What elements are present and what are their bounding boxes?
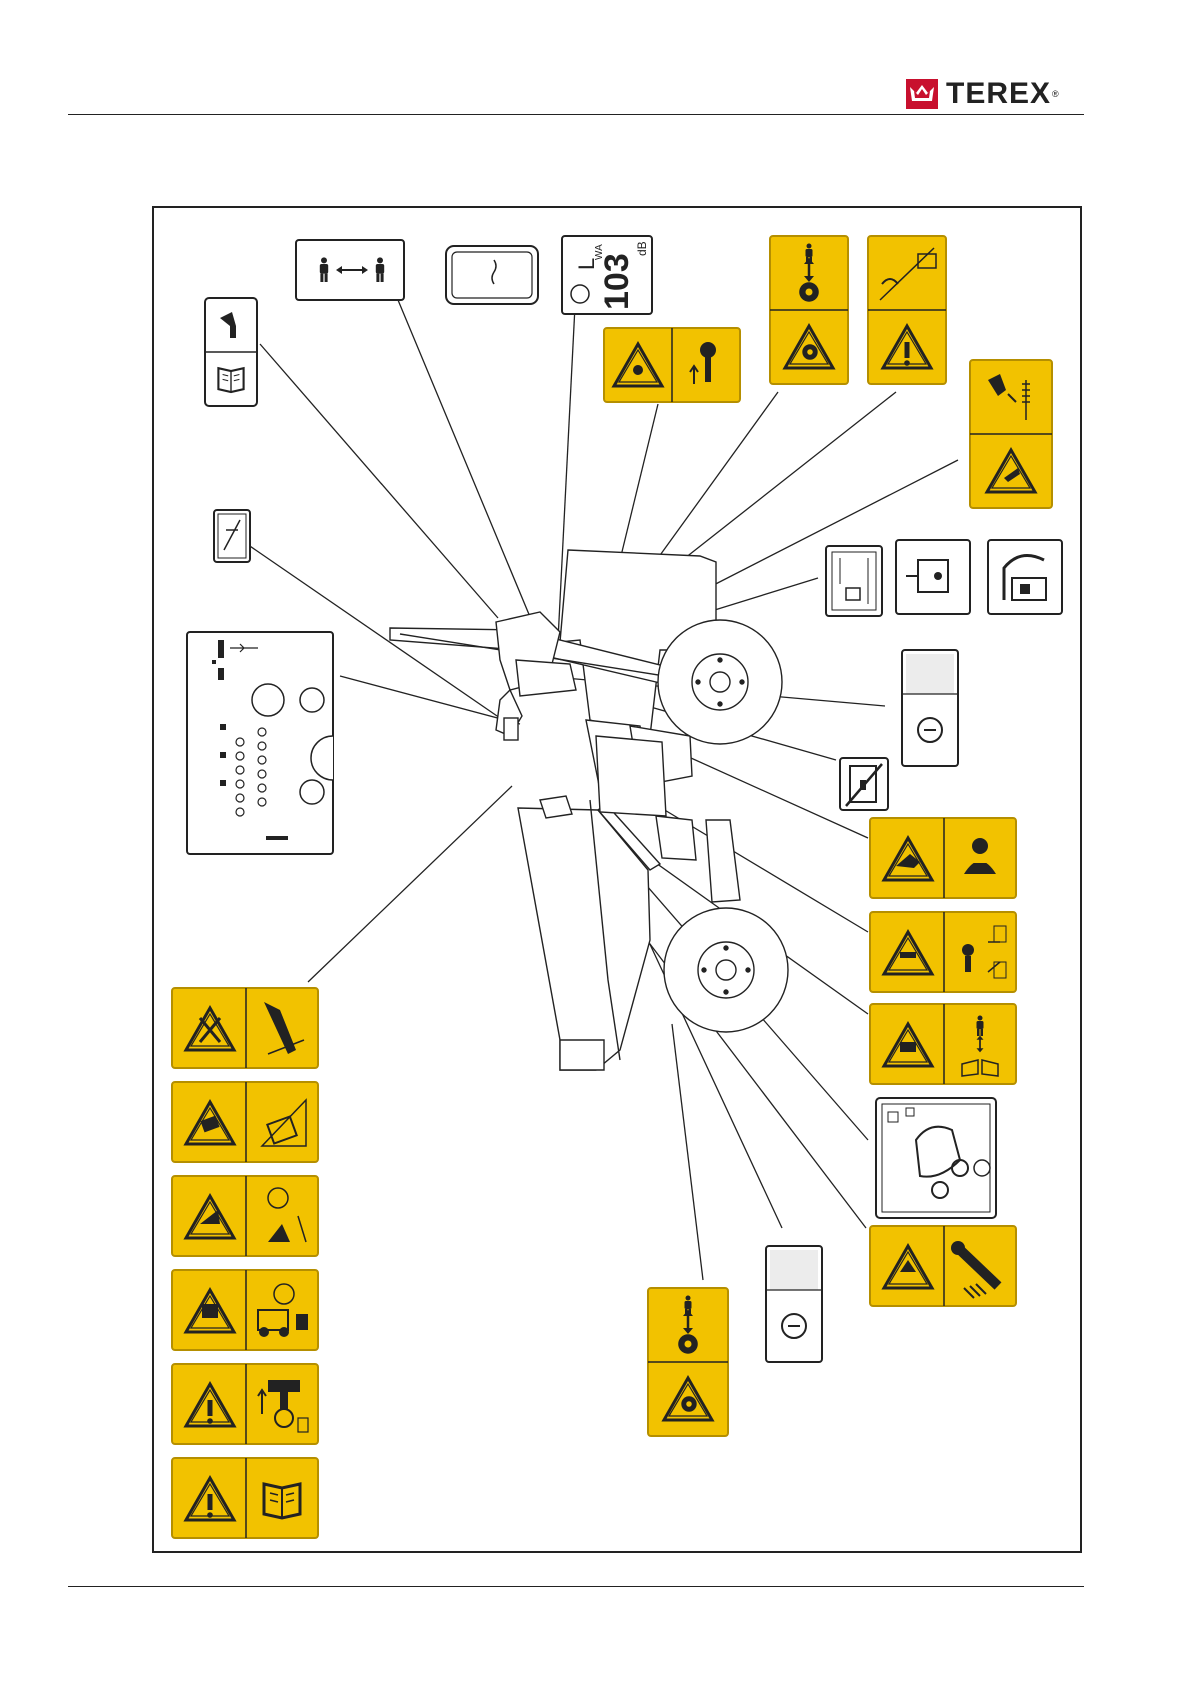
decal-seat-adjust bbox=[296, 240, 404, 300]
decal-key-warning bbox=[172, 1364, 318, 1444]
decal-no-step bbox=[840, 758, 888, 810]
noise-unit: dB bbox=[635, 241, 649, 256]
decal-tie-down bbox=[988, 540, 1062, 614]
noise-value: 103 bbox=[598, 253, 636, 310]
decal-seatbelt bbox=[870, 818, 1016, 898]
machine-outline bbox=[390, 550, 788, 1070]
decal-crush-key bbox=[870, 912, 1016, 992]
decal-slope-tipping bbox=[172, 1082, 318, 1162]
decal-noise-level: L WA 103 dB bbox=[562, 236, 652, 314]
decal-rotating-drum bbox=[770, 236, 848, 384]
decal-rotating-drum-lower bbox=[648, 1288, 728, 1436]
decal-crush-person bbox=[870, 1004, 1016, 1084]
decal-rollover-instructions bbox=[876, 1098, 996, 1218]
decal-blank-plate bbox=[446, 246, 538, 304]
decal-no-hands bbox=[172, 988, 318, 1068]
footer-rule bbox=[68, 1586, 1084, 1587]
decal-dump-hazard bbox=[172, 1176, 318, 1256]
decal-hot-surface bbox=[970, 360, 1052, 508]
decal-manual-lever bbox=[205, 298, 257, 406]
decal-throttle bbox=[214, 510, 250, 562]
decal-operating-instructions bbox=[187, 632, 333, 854]
decal-fuel-info bbox=[826, 546, 882, 616]
decal-overturn-hazard bbox=[172, 1270, 318, 1350]
decal-read-manual bbox=[172, 1458, 318, 1538]
decal-lifting-point bbox=[896, 540, 970, 614]
decal-general-warning bbox=[868, 236, 946, 384]
decal-hydraulic-pressure bbox=[870, 1226, 1016, 1306]
decal-drum-rotation-lower bbox=[766, 1246, 822, 1362]
decal-drum-rotation bbox=[902, 650, 958, 766]
decal-key-remove bbox=[604, 328, 740, 402]
